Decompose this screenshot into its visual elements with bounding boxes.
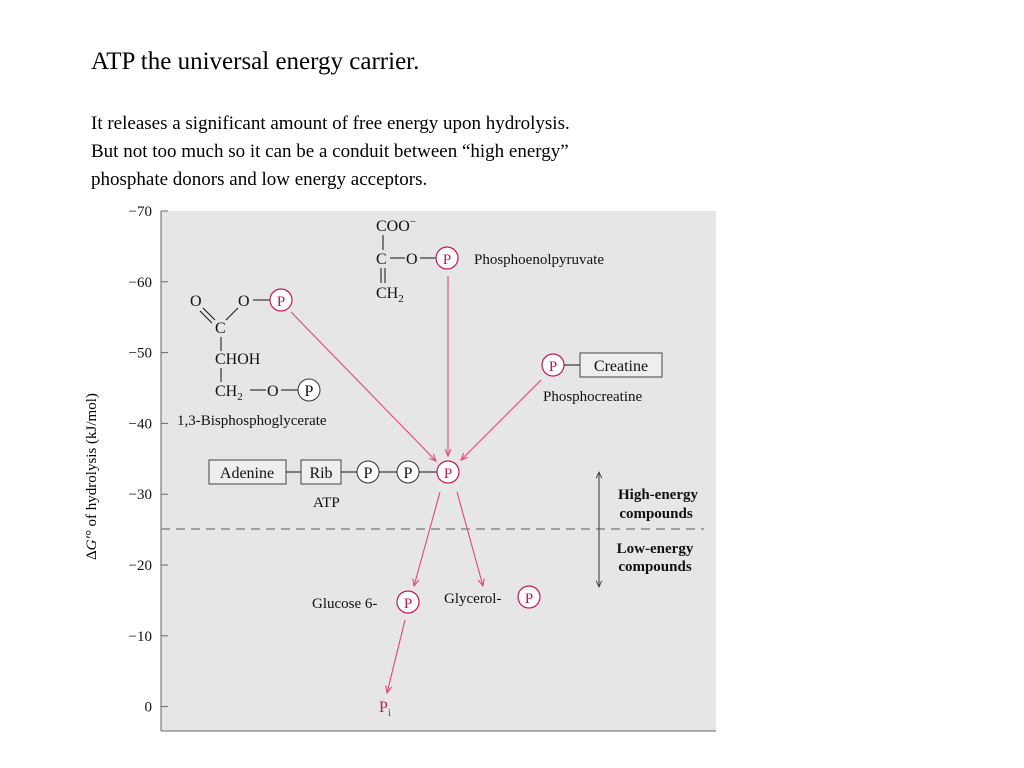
bpg-bond-co xyxy=(225,307,239,321)
glycerol-phosphate-label: Glycerol- xyxy=(444,591,501,607)
y-axis-label-delta: Δ xyxy=(84,550,100,560)
bpg-phosphate-label-1: P xyxy=(277,294,285,310)
pep-o: O xyxy=(406,251,418,268)
atp-gamma-phosphate-label: P xyxy=(444,466,452,482)
atp-alpha-phosphate-label: P xyxy=(364,465,373,482)
high-energy-label-2: compounds xyxy=(619,506,693,522)
pep-phosphate-label: P xyxy=(443,252,451,268)
glycerol-phosphate-p-label: P xyxy=(525,591,533,607)
phosphocreatine-label: Phosphocreatine xyxy=(543,389,642,405)
glucose-6-phosphate: Glucose 6- P xyxy=(312,590,420,614)
y-axis-label-rest: of hydrolysis (kJ/mol) xyxy=(84,393,100,530)
pep-label: Phosphoenolpyruvate xyxy=(474,252,604,268)
pep-ch2: CH2 xyxy=(376,285,404,305)
bpg-label: 1,3-Bisphosphoglycerate xyxy=(177,413,327,429)
phosphocreatine-structure: P Creatine Phosphocreatine xyxy=(541,352,663,405)
atp-label: ATP xyxy=(313,495,340,511)
bpg-phosphate-circle-2 xyxy=(297,378,321,402)
arrow-phosphocreatine-to-atp xyxy=(461,379,542,460)
y-tick-label: 0 xyxy=(145,700,153,716)
arrow-glucose-6-phosphate-to-pi xyxy=(387,619,406,693)
y-tick-label: −10 xyxy=(129,629,152,645)
bpg-choh: CHOH xyxy=(215,351,261,368)
atp-structure: Adenine Rib P P P ATP xyxy=(208,459,460,511)
adenine-label: Adenine xyxy=(220,465,274,482)
glucose-phosphate-label: P xyxy=(404,596,412,612)
ribose-label: Rib xyxy=(309,465,332,482)
body-line-1: It releases a significant amount of free… xyxy=(91,113,570,134)
glucose-6-phosphate-label: Glucose 6- xyxy=(312,596,377,612)
body-line-2: But not too much so it can be a conduit … xyxy=(91,141,569,162)
low-energy-label-2: compounds xyxy=(618,559,692,575)
y-tick-label: −60 xyxy=(129,275,152,291)
pep-coo: COO− xyxy=(376,216,416,235)
atp-beta-phosphate-label: P xyxy=(404,465,413,482)
bpg-o1: O xyxy=(190,293,202,310)
atp-gamma-phosphate-circle xyxy=(436,460,460,484)
pep-phosphate-circle xyxy=(435,246,459,270)
y-tick-label: −30 xyxy=(129,487,152,503)
bpg-phosphate-circle-1 xyxy=(269,288,293,312)
y-tick-label: −50 xyxy=(129,346,152,362)
creatine-label: Creatine xyxy=(594,358,648,375)
pcr-phosphate-label: P xyxy=(549,359,557,375)
y-tick-label: −20 xyxy=(129,558,152,574)
bpg-o2: O xyxy=(238,293,250,310)
arrow-bpg-to-atp xyxy=(290,311,436,461)
glycerol-phosphate: Glycerol- P xyxy=(444,585,541,609)
slide-body-text: It releases a significant amount of free… xyxy=(91,110,711,194)
inorganic-phosphate-label: Pi xyxy=(379,699,391,719)
bpg-c: C xyxy=(215,320,226,337)
arrow-atp-to-glycerol-phosphate xyxy=(456,491,483,586)
y-tick-label: −70 xyxy=(129,204,152,220)
y-axis-label-g: G′° xyxy=(84,530,100,550)
y-axis-ticks: −70 −60 −50 −40 −30 −20 −10 0 xyxy=(129,204,168,716)
low-energy-label-1: Low-energy xyxy=(617,541,694,557)
phosphoenolpyruvate-structure: COO− C O P CH2 Phosphoenolpyruvate xyxy=(376,216,604,305)
y-axis-label: ΔG′° of hydrolysis (kJ/mol) xyxy=(84,393,100,560)
slide-title: ATP the universal energy carrier. xyxy=(91,48,420,75)
bpg-dbond-b xyxy=(199,310,213,324)
bpg-dbond-a xyxy=(202,307,216,321)
y-tick-label: −40 xyxy=(129,416,152,432)
pep-c: C xyxy=(376,251,387,268)
adenine-box xyxy=(208,459,287,485)
body-line-3: phosphate donors and low energy acceptor… xyxy=(91,169,428,190)
bpg-ch2: CH2 xyxy=(215,383,243,403)
glycerol-phosphate-circle xyxy=(517,585,541,609)
transfer-arrows xyxy=(290,276,542,693)
creatine-box xyxy=(579,352,663,378)
bisphosphoglycerate-structure: O C O P CHOH CH2 O P 1,3-Bisphosphoglyce… xyxy=(177,288,327,429)
arrow-atp-to-glucose-6-phosphate xyxy=(414,491,441,586)
glucose-phosphate-circle xyxy=(396,590,420,614)
bpg-o3: O xyxy=(267,383,279,400)
bpg-phosphate-label-2: P xyxy=(305,383,314,400)
high-energy-label-1: High-energy xyxy=(618,487,698,503)
